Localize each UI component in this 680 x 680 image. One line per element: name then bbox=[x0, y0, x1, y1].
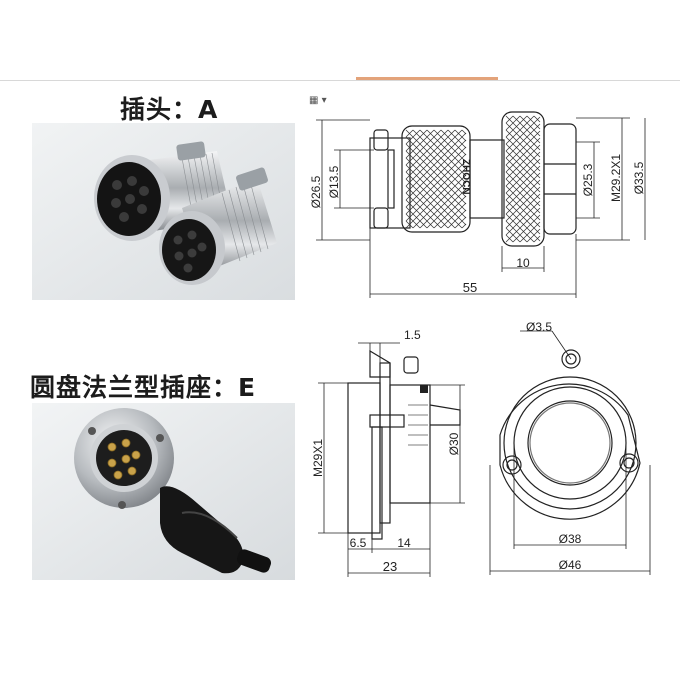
qr-icon[interactable]: ▦ ▾ bbox=[309, 95, 327, 106]
dim-socket-body: Ø30 bbox=[447, 432, 461, 455]
plug-title: 插头：A bbox=[120, 95, 219, 124]
dim-thread: M29.2X1 bbox=[609, 154, 623, 202]
top-divider bbox=[0, 80, 680, 81]
dim-socket-d-outer: Ø46 bbox=[559, 558, 582, 572]
dim-flange-thickness: 1.5 bbox=[404, 328, 421, 342]
dim-hole: Ø3.5 bbox=[526, 320, 552, 334]
dim-d-nut: Ø33.5 bbox=[632, 161, 646, 194]
socket-title: 圆盘法兰型插座：E bbox=[30, 373, 257, 402]
dim-nut-width: 10 bbox=[516, 256, 530, 270]
dim-d-body: Ø25.3 bbox=[581, 163, 595, 196]
dim-front: 6.5 bbox=[350, 536, 367, 550]
dim-socket-length: 23 bbox=[383, 559, 397, 574]
socket-photo bbox=[32, 403, 295, 580]
dim-rear: 14 bbox=[397, 536, 411, 550]
accent-bar bbox=[356, 77, 498, 80]
socket-front-drawing: Ø3.5 Ø38 Ø46 bbox=[480, 315, 665, 580]
dim-socket-thread: M29X1 bbox=[311, 439, 325, 477]
dim-d-inner: Ø13.5 bbox=[327, 165, 341, 198]
plug-brand: ZHOCN bbox=[460, 159, 471, 195]
plug-technical-drawing: ZHOCN Ø26.5 Ø13.5 Ø25.3 M29.2X1 Ø33.5 10… bbox=[300, 100, 670, 310]
plug-photo bbox=[32, 123, 295, 300]
dim-d-outer: Ø26.5 bbox=[309, 175, 323, 208]
socket-side-drawing: 1.5 M29X1 Ø30 6.5 14 23 bbox=[300, 315, 480, 580]
dim-length: 55 bbox=[463, 280, 477, 295]
dim-socket-d-inner: Ø38 bbox=[559, 532, 582, 546]
